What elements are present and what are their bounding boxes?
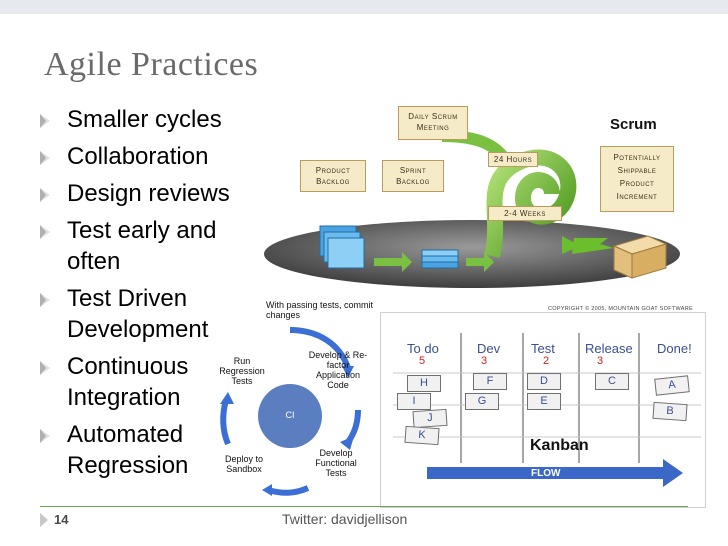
hours-label: 24 Hours: [488, 152, 538, 167]
footer-divider: [40, 506, 688, 507]
weeks-label: 2-4 Weeks: [488, 206, 562, 221]
kanban-card: F: [473, 373, 507, 390]
sprint-spiral: [484, 149, 577, 258]
increment-box: [612, 235, 668, 279]
flow-arrow: [427, 459, 683, 487]
increment-arrow: [572, 238, 614, 254]
kanban-card: G: [465, 393, 499, 410]
flow-label: FLOW: [531, 468, 561, 479]
slide-title: Agile Practices: [44, 46, 259, 83]
bullet-list: Smaller cycles Collaboration Design revi…: [40, 104, 250, 487]
ci-step-functional-tests: Develop Functional Tests: [315, 448, 357, 478]
kanban-col-dev: Dev: [477, 341, 501, 356]
kanban-col-release: Release: [585, 341, 633, 356]
daily-scrum-card: Daily Scrum Meeting: [398, 106, 468, 140]
bullet-item: Continuous Integration: [40, 351, 250, 413]
ci-step-deploy-sandbox: Deploy to Sandbox: [224, 454, 264, 474]
kanban-card: C: [595, 373, 629, 390]
kanban-label: Kanban: [530, 437, 589, 454]
kanban-limit-todo: 5: [419, 355, 426, 367]
bullet-item: Smaller cycles: [40, 104, 250, 135]
kanban-card: D: [527, 373, 561, 390]
kanban-card: E: [527, 393, 561, 410]
kanban-card: I: [397, 393, 431, 410]
kanban-col-done: Done!: [657, 341, 692, 356]
kanban-col-todo: To do: [407, 341, 439, 356]
top-bar: [0, 0, 728, 14]
product-backlog-stack: [319, 225, 365, 269]
kanban-limit-test: 2: [543, 355, 550, 367]
bullet-item: Test Driven Development: [40, 283, 250, 345]
ci-center-circle: [258, 384, 322, 448]
kanban-card: K: [404, 425, 440, 446]
bullet-item: Automated Regression: [40, 419, 250, 481]
kanban-card: H: [407, 375, 441, 392]
ci-step-regression: Run Regression Tests: [219, 356, 265, 386]
ci-arrow: [289, 327, 351, 370]
bullet-item: Test early and often: [40, 215, 250, 277]
product-backlog-card: Product Backlog: [300, 160, 366, 192]
ci-caption: With passing tests, commit changes: [266, 300, 374, 320]
flow-arrow-1: [374, 252, 412, 272]
sprint-backlog-card: Sprint Backlog: [382, 160, 444, 192]
increment-card: Potentially Shippable Product Increment: [600, 146, 674, 212]
sprint-backlog-stack: [421, 249, 459, 269]
ci-cycle: [220, 327, 361, 496]
page-number: 14: [54, 512, 69, 527]
bullet-arrow-icon: [40, 114, 50, 128]
bullet-arrow-icon: [40, 361, 50, 375]
scrum-illustration: [264, 130, 680, 288]
flow-arrow-2: [466, 252, 494, 272]
ci-step-develop-code: Develop & Re-factor Application Code: [308, 350, 368, 390]
ci-arrow: [267, 485, 310, 496]
bullet-arrow-icon: [40, 151, 50, 165]
scrum-label: Scrum: [610, 116, 657, 133]
kanban-card: B: [652, 401, 688, 422]
bullet-arrow-icon: [40, 293, 50, 307]
ci-diagram: With passing tests, commit changes CI De…: [208, 300, 376, 500]
bullet-arrow-icon: [40, 188, 50, 202]
kanban-board: To do 5 Dev 3 Test 2 Release 3 Done! H I…: [380, 312, 706, 508]
page-marker-icon: [40, 513, 48, 527]
kanban-card: J: [412, 408, 448, 429]
footer-text: Twitter: davidjellison: [282, 511, 408, 527]
bullet-arrow-icon: [40, 225, 50, 239]
scrum-platform: [264, 220, 680, 288]
ci-arrow: [220, 399, 231, 446]
ci-center-label: CI: [285, 410, 295, 420]
kanban-col-test: Test: [531, 341, 555, 356]
kanban-card: A: [654, 375, 690, 396]
scrum-diagram: Daily Scrum Meeting Product Backlog Spri…: [262, 96, 688, 306]
bullet-item: Design reviews: [40, 178, 250, 209]
spiral-arrow-head: [562, 236, 580, 254]
bullet-arrow-icon: [40, 429, 50, 443]
copyright-text: COPYRIGHT © 2005, MOUNTAIN GOAT SOFTWARE: [548, 306, 694, 312]
kanban-limit-dev: 3: [481, 355, 488, 367]
bullet-item: Collaboration: [40, 141, 250, 172]
kanban-limit-release: 3: [597, 355, 604, 367]
